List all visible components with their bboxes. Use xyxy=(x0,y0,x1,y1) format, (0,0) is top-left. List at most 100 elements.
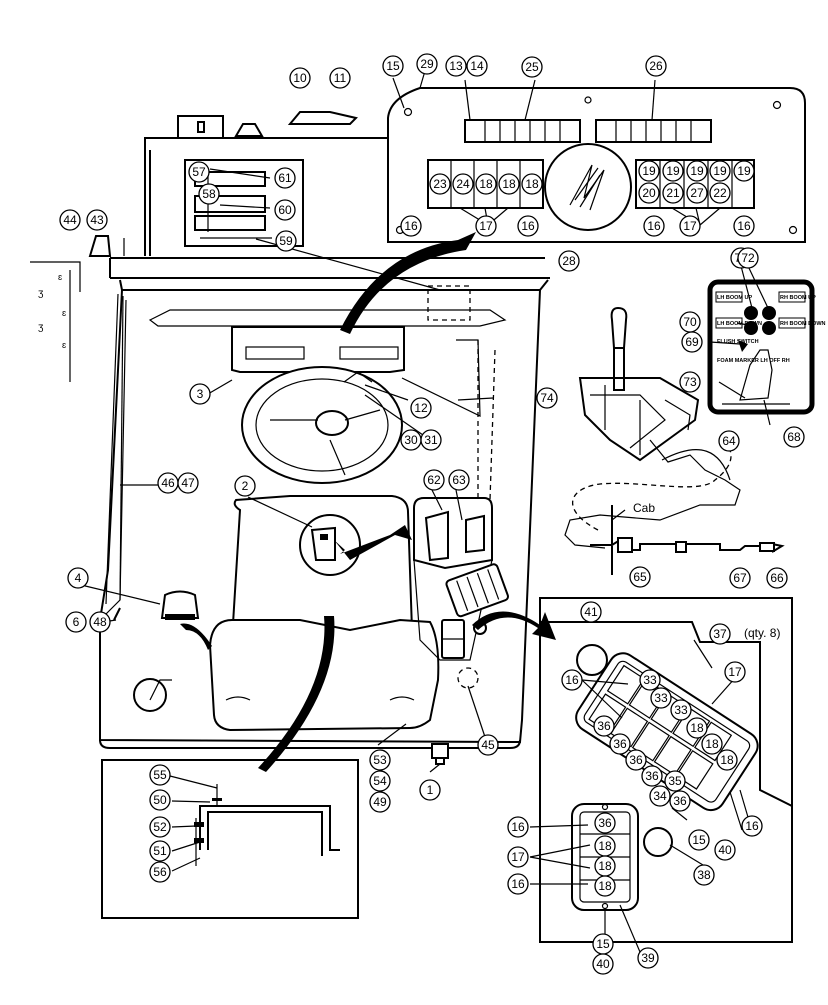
svg-text:36: 36 xyxy=(597,719,611,733)
svg-text:19: 19 xyxy=(713,164,727,178)
callout-18: 18 xyxy=(594,835,616,857)
svg-text:25: 25 xyxy=(525,60,539,74)
svg-text:45: 45 xyxy=(481,738,495,752)
callout-59: 59 xyxy=(275,230,297,252)
callout-11: 11 xyxy=(329,67,351,89)
callout-53: 53 xyxy=(369,749,391,771)
callout-16: 16 xyxy=(400,215,422,237)
svg-text:4: 4 xyxy=(75,571,82,585)
svg-text:58: 58 xyxy=(202,187,216,201)
callout-25: 25 xyxy=(521,56,543,78)
svg-text:16: 16 xyxy=(404,219,418,233)
rh-boom-up-label: RH BOOM UP xyxy=(780,295,816,301)
callout-40: 40 xyxy=(592,953,614,975)
cable-assembly xyxy=(572,439,785,575)
callout-19: 19 xyxy=(709,160,731,182)
callout-33: 33 xyxy=(639,669,661,691)
svg-text:12V: 12V xyxy=(174,603,187,610)
callout-27: 27 xyxy=(686,182,708,204)
callout-46: 46 xyxy=(157,472,179,494)
svg-text:3: 3 xyxy=(197,387,204,401)
dash-panel-inset xyxy=(387,63,806,243)
joystick-assembly xyxy=(564,306,741,549)
svg-text:29: 29 xyxy=(420,57,434,71)
svg-text:69: 69 xyxy=(685,335,699,349)
callout-66: 66 xyxy=(766,567,788,589)
svg-text:33: 33 xyxy=(654,691,668,705)
svg-text:36: 36 xyxy=(673,794,687,808)
svg-text:43: 43 xyxy=(90,213,104,227)
svg-text:33: 33 xyxy=(643,673,657,687)
svg-text:20: 20 xyxy=(642,186,656,200)
svg-text:27: 27 xyxy=(690,186,704,200)
svg-text:17: 17 xyxy=(728,665,742,679)
callout-55: 55 xyxy=(149,764,171,786)
callout-43: 43 xyxy=(86,209,108,231)
callout-72: 72 xyxy=(737,247,759,269)
svg-text:55: 55 xyxy=(153,768,167,782)
callout-28: 28 xyxy=(558,250,580,272)
callout-24: 24 xyxy=(452,173,474,195)
svg-text:17: 17 xyxy=(683,219,697,233)
svg-text:53: 53 xyxy=(373,753,387,767)
svg-text:18: 18 xyxy=(705,737,719,751)
svg-text:61: 61 xyxy=(278,171,292,185)
foot-control-inset: LH BOOM UP RH BOOM UP LH BOOM DOWN RH BO… xyxy=(707,265,826,426)
callout-36: 36 xyxy=(641,765,663,787)
callout-19: 19 xyxy=(733,160,755,182)
svg-text:18: 18 xyxy=(690,721,704,735)
callout-18: 18 xyxy=(701,733,723,755)
callout-18: 18 xyxy=(594,855,616,877)
callout-22: 22 xyxy=(709,182,731,204)
svg-text:ʒ: ʒ xyxy=(38,322,44,333)
svg-text:16: 16 xyxy=(565,673,579,687)
svg-text:33: 33 xyxy=(674,703,688,717)
svg-text:62: 62 xyxy=(427,473,441,487)
svg-text:15: 15 xyxy=(386,59,400,73)
svg-text:26: 26 xyxy=(649,59,663,73)
svg-text:14: 14 xyxy=(470,59,484,73)
svg-text:36: 36 xyxy=(598,816,612,830)
svg-text:34: 34 xyxy=(653,789,667,803)
callout-10: 10 xyxy=(289,67,311,89)
callout-17: 17 xyxy=(679,215,701,237)
svg-text:66: 66 xyxy=(770,571,784,585)
svg-text:15: 15 xyxy=(596,937,610,951)
svg-text:ʒ: ʒ xyxy=(38,288,44,299)
callout-18: 18 xyxy=(521,173,543,195)
callout-19: 19 xyxy=(638,160,660,182)
svg-text:36: 36 xyxy=(629,753,643,767)
svg-text:47: 47 xyxy=(181,476,195,490)
svg-text:2: 2 xyxy=(242,479,249,493)
svg-text:39: 39 xyxy=(641,951,655,965)
callout-18: 18 xyxy=(498,173,520,195)
svg-text:59: 59 xyxy=(279,234,293,248)
callout-73: 73 xyxy=(679,371,701,393)
gauge-strip-left xyxy=(464,119,581,143)
callout-17: 17 xyxy=(724,661,746,683)
callout-18: 18 xyxy=(594,875,616,897)
svg-text:64: 64 xyxy=(722,434,736,448)
qty-label: (qty. 8) xyxy=(744,626,780,640)
gauge-strip-right xyxy=(595,119,712,143)
callout-50: 50 xyxy=(149,789,171,811)
svg-text:49: 49 xyxy=(373,795,387,809)
svg-text:51: 51 xyxy=(153,844,167,858)
callout-16: 16 xyxy=(507,816,529,838)
svg-text:6: 6 xyxy=(73,615,80,629)
svg-text:63: 63 xyxy=(452,473,466,487)
bracket-inset xyxy=(101,759,359,919)
callout-18: 18 xyxy=(716,749,738,771)
callout-39: 39 xyxy=(637,947,659,969)
callout-30: 30 xyxy=(400,429,422,451)
callout-15: 15 xyxy=(592,933,614,955)
connector-sweeps xyxy=(180,232,556,772)
callout-1: 1 xyxy=(419,779,441,801)
callout-12: 12 xyxy=(410,397,432,419)
svg-text:16: 16 xyxy=(521,219,535,233)
svg-text:36: 36 xyxy=(645,769,659,783)
flush-switch-label: FLUSH SWITCH xyxy=(717,339,759,345)
callout-36: 36 xyxy=(609,733,631,755)
svg-text:46: 46 xyxy=(161,476,175,490)
